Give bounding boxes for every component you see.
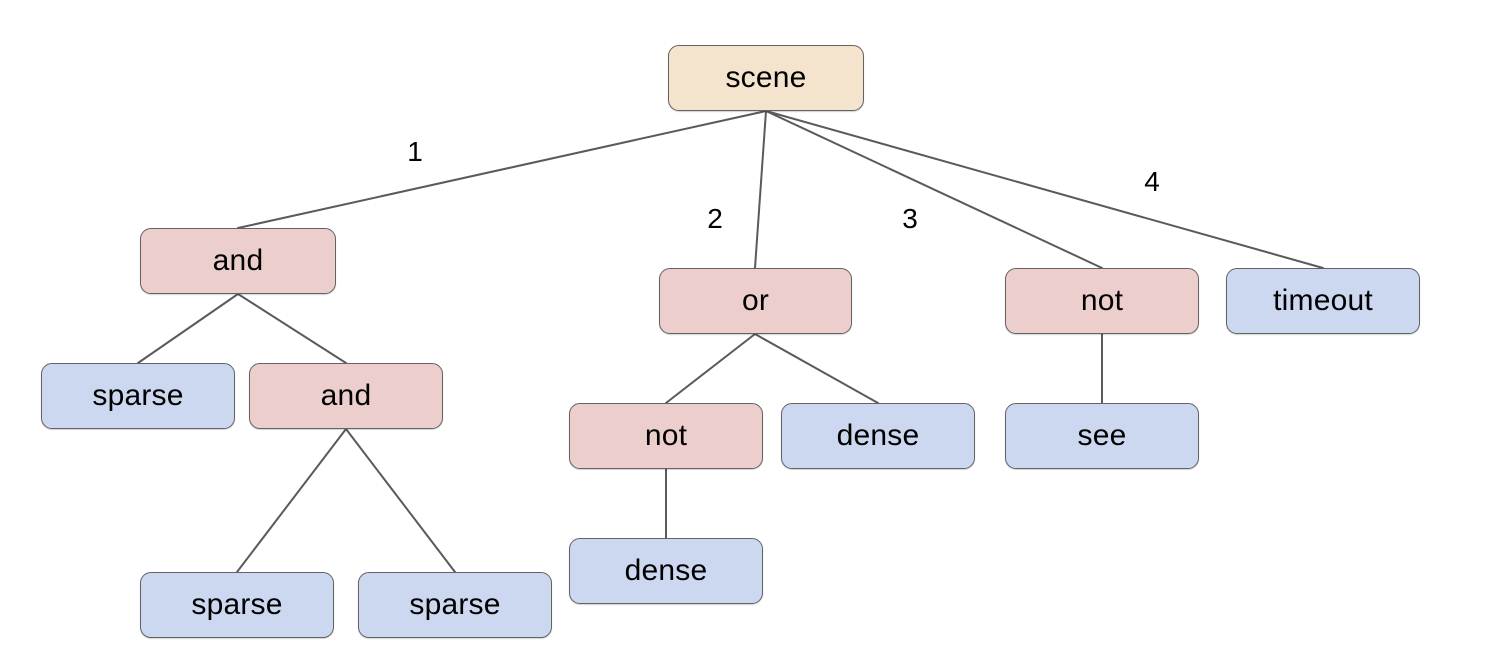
tree-node-timeout1[interactable]: timeout [1226, 268, 1420, 334]
tree-node-and2[interactable]: and [249, 363, 443, 429]
tree-edge [236, 428, 347, 573]
tree-edge [345, 428, 456, 573]
tree-node-dense1[interactable]: dense [781, 403, 975, 469]
tree-edge [765, 110, 1324, 269]
tree-edge [665, 333, 756, 404]
tree-node-scene[interactable]: scene [668, 45, 864, 111]
tree-edge [765, 110, 1103, 269]
node-label: scene [725, 61, 807, 94]
node-label: and [320, 379, 372, 412]
edge-label-3: 3 [902, 203, 918, 234]
node-label: and [212, 244, 264, 277]
node-label: sparse [92, 379, 184, 412]
node-label: dense [836, 419, 920, 452]
node-label: dense [624, 554, 708, 587]
tree-edge [237, 293, 347, 364]
tree-node-sparse2[interactable]: sparse [140, 572, 334, 638]
node-label: sparse [191, 588, 283, 621]
edge-label-2: 2 [707, 203, 723, 234]
tree-edge [237, 110, 767, 229]
node-label: see [1077, 419, 1127, 452]
tree-node-dense2[interactable]: dense [569, 538, 763, 604]
node-label: not [1080, 284, 1124, 317]
tree-node-and1[interactable]: and [140, 228, 336, 294]
tree-edge [137, 293, 239, 364]
tree-node-sparse3[interactable]: sparse [358, 572, 552, 638]
tree-edge [754, 333, 879, 404]
node-label: or [741, 284, 770, 317]
edge-label-4: 4 [1144, 166, 1160, 197]
tree-node-or1[interactable]: or [659, 268, 852, 334]
tree-edge [754, 110, 767, 269]
tree-node-not1[interactable]: not [1005, 268, 1199, 334]
tree-node-sparse1[interactable]: sparse [41, 363, 235, 429]
tree-node-not2[interactable]: not [569, 403, 763, 469]
edge-label-1: 1 [407, 136, 423, 167]
node-label: sparse [409, 588, 501, 621]
node-label: not [644, 419, 688, 452]
tree-node-see1[interactable]: see [1005, 403, 1199, 469]
node-label: timeout [1273, 284, 1373, 317]
